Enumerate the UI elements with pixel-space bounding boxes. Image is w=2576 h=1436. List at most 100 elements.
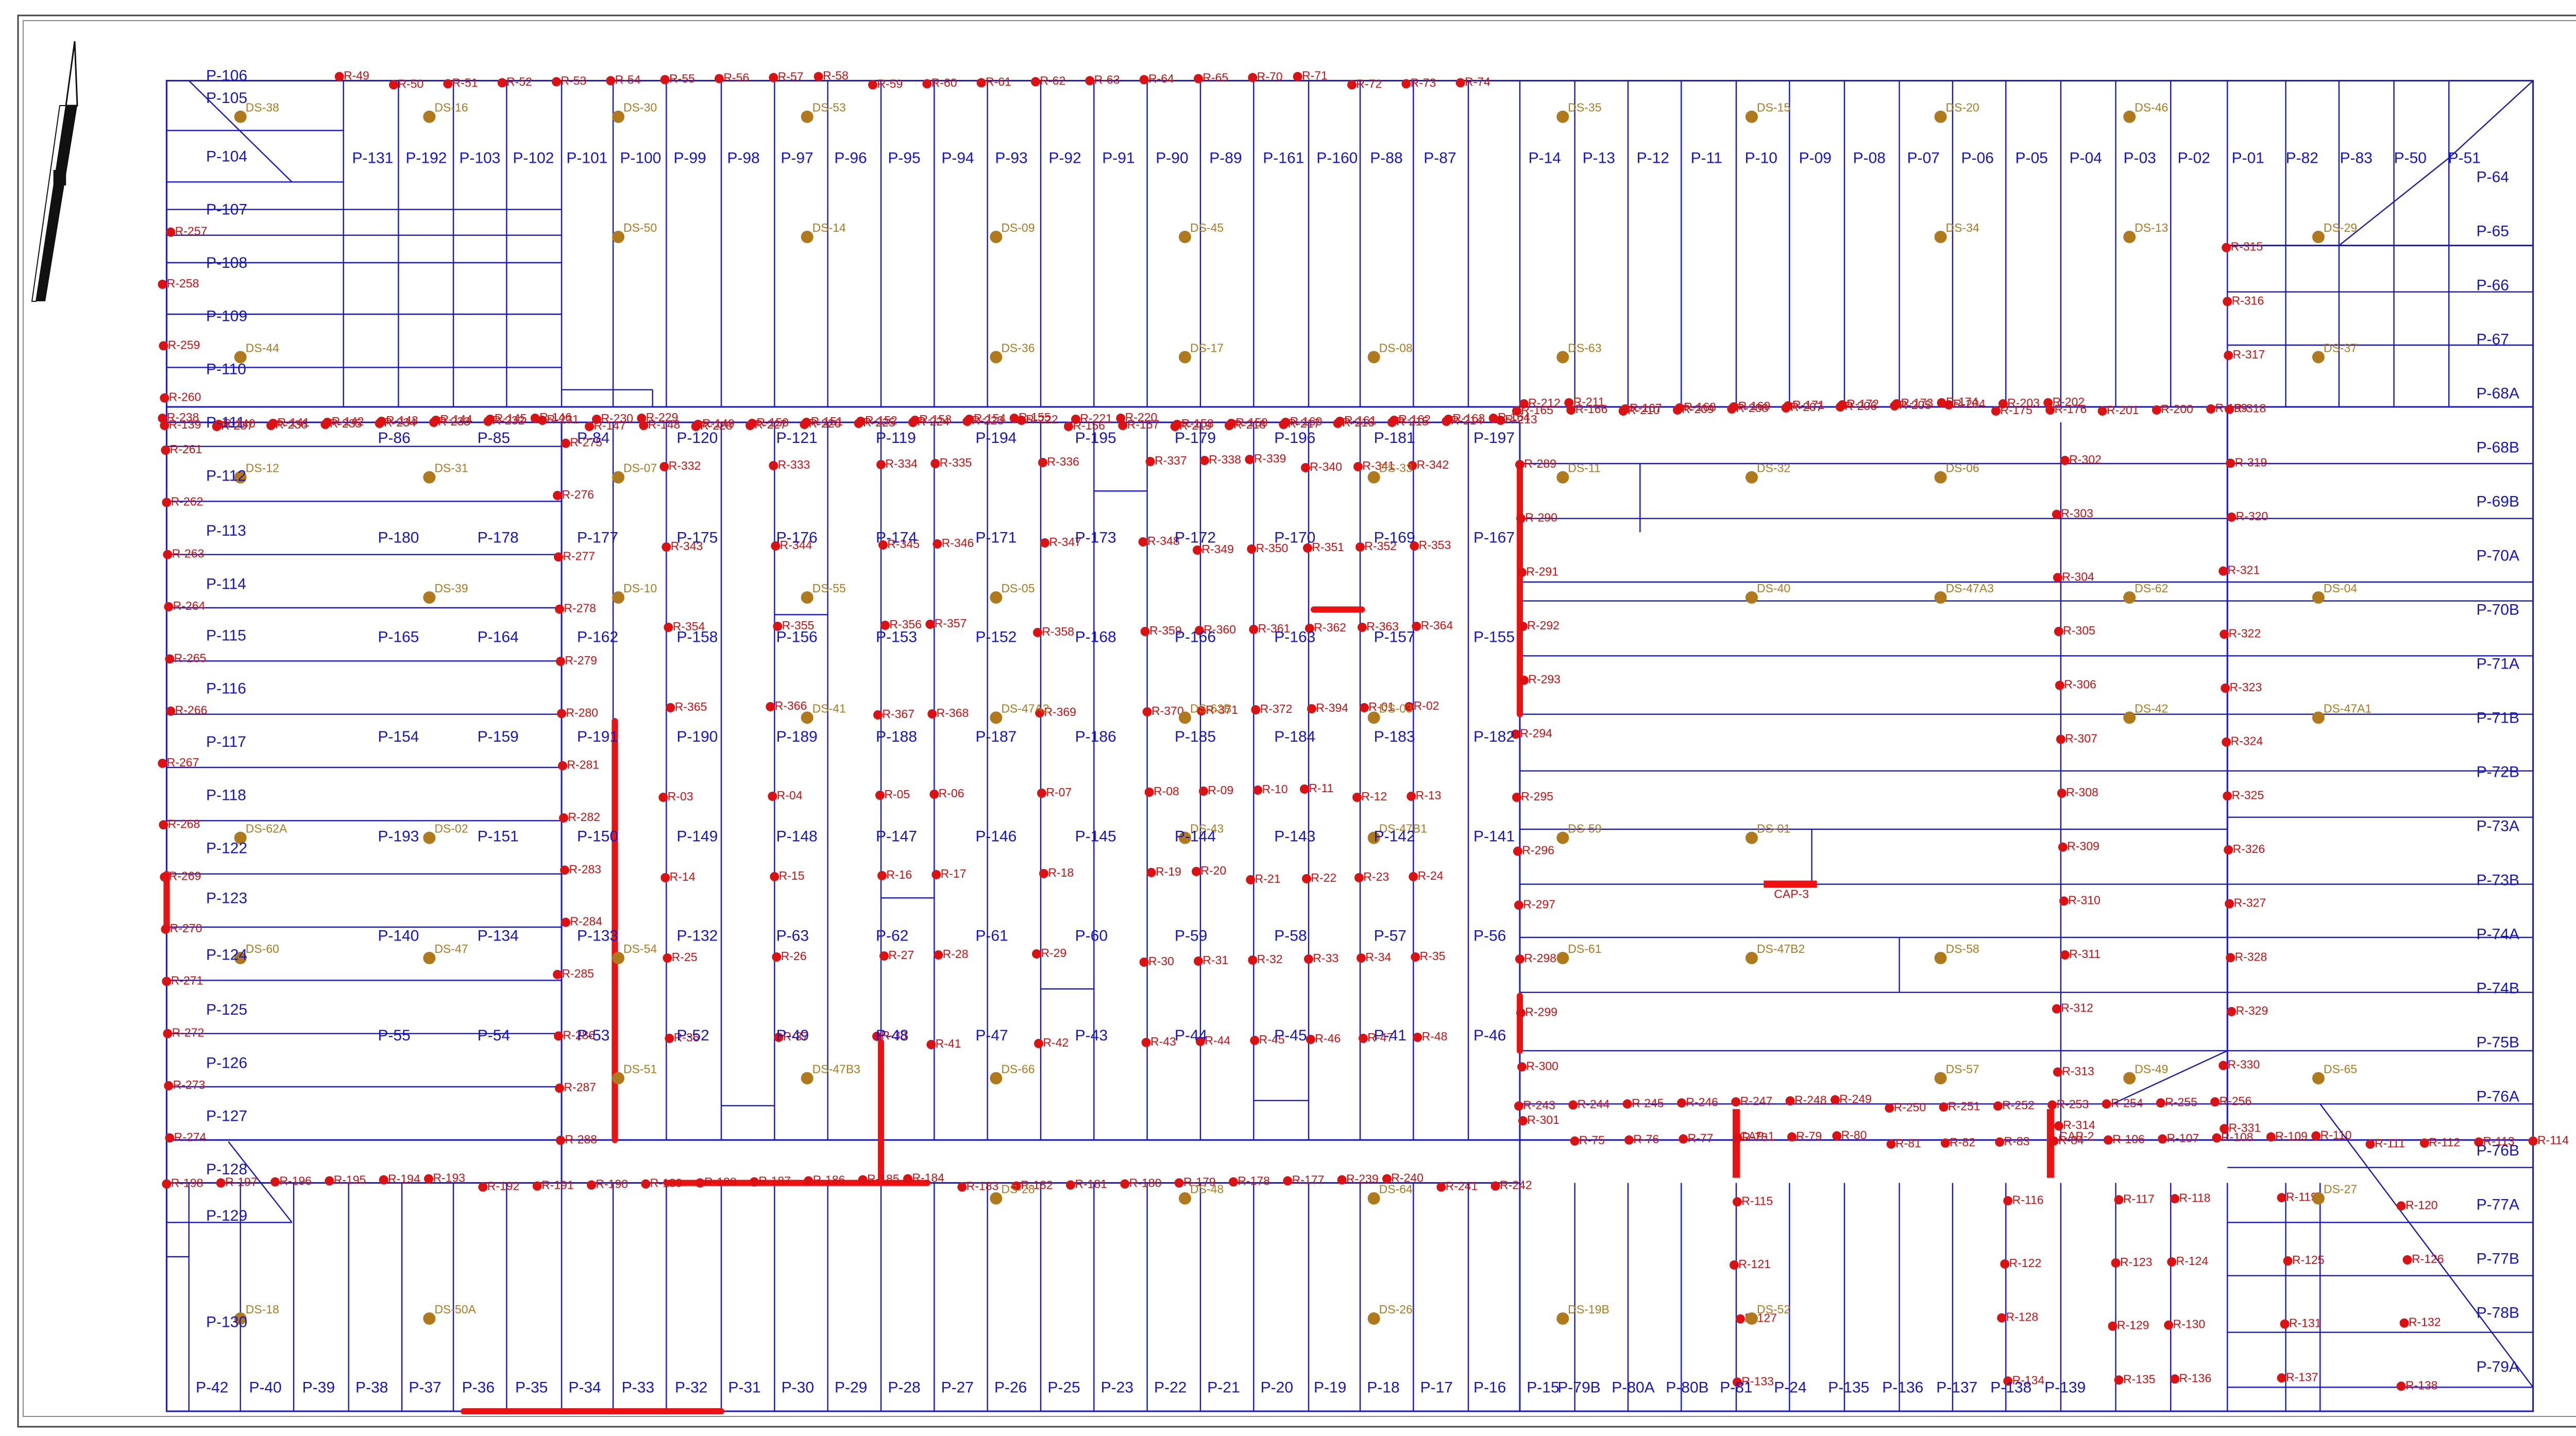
- node-label: R-367: [882, 707, 914, 721]
- plot-label: P-41: [1374, 1027, 1406, 1044]
- node-marker: [873, 710, 883, 720]
- plot-label: P-195: [1075, 430, 1116, 447]
- node-marker: [2043, 398, 2053, 407]
- node-label: R-296: [1522, 844, 1554, 857]
- node-label: R-179: [1183, 1175, 1216, 1189]
- node-label: R-236: [275, 418, 308, 431]
- node-label: R-167: [1630, 401, 1662, 415]
- node-label: R-252: [2002, 1098, 2035, 1112]
- plot-label: P-56: [1473, 928, 1506, 945]
- node-marker: [1998, 399, 2008, 408]
- node-marker: [749, 1177, 759, 1187]
- node-label: R-229: [646, 411, 679, 424]
- plot-label: P-117: [206, 733, 246, 750]
- node-marker: [532, 1181, 542, 1191]
- node-marker: [606, 76, 616, 86]
- node-label: R-80: [1841, 1128, 1867, 1141]
- node-label: R-168: [1684, 400, 1716, 414]
- node-marker: [1039, 868, 1048, 878]
- node-label: R-212: [1528, 396, 1561, 409]
- node-marker: [162, 1179, 172, 1189]
- node-marker: [774, 1032, 784, 1042]
- node-label: R-75: [1579, 1133, 1605, 1147]
- ds-marker: [1367, 471, 1380, 484]
- node-label: R-173: [1901, 396, 1934, 409]
- node-label: R-307: [2065, 731, 2097, 745]
- node-label: R-281: [567, 758, 599, 772]
- node-marker: [1139, 957, 1149, 967]
- ds-label: DS-39: [434, 582, 468, 595]
- plot-label: P-103: [459, 150, 500, 167]
- node-label: R-258: [167, 277, 199, 290]
- node-marker: [1352, 792, 1362, 802]
- node-label: R-106: [2112, 1132, 2145, 1146]
- plot-label: P-35: [515, 1379, 548, 1396]
- node-label: R-174: [1946, 395, 1978, 408]
- node-marker: [1939, 1102, 1948, 1112]
- ds-label: DS-12: [246, 461, 279, 475]
- plot-label: P-26: [994, 1379, 1027, 1396]
- node-label: R-318: [2234, 402, 2266, 415]
- node-label: R-137: [2286, 1370, 2318, 1383]
- node-marker: [158, 758, 167, 768]
- node-marker: [1281, 417, 1291, 427]
- node-marker: [2167, 1257, 2177, 1267]
- plot-label: P-77B: [2477, 1250, 2519, 1267]
- plot-label: P-152: [975, 629, 1016, 646]
- node-label: R-15: [779, 869, 805, 882]
- plot-label: P-72B: [2477, 763, 2519, 780]
- plot-label: P-88: [1370, 150, 1402, 167]
- node-label: R-59: [877, 77, 903, 91]
- node-label: R-198: [171, 1176, 204, 1190]
- node-label: R-61: [986, 75, 1011, 89]
- node-marker: [166, 706, 176, 716]
- node-label: R-353: [1419, 538, 1451, 552]
- plot-label: P-178: [478, 529, 519, 546]
- node-marker: [1512, 406, 1521, 416]
- ds-label: DS-38: [246, 101, 279, 114]
- plot-label: P-82: [2286, 150, 2318, 167]
- node-label: R-144: [440, 413, 472, 426]
- node-label: R-156: [1073, 419, 1105, 432]
- ds-label: DS-28: [1001, 1183, 1035, 1196]
- plot-label: P-191: [577, 728, 618, 745]
- node-marker: [1995, 1137, 2005, 1147]
- plot-label: P-173: [1075, 529, 1116, 546]
- ds-label: DS-44: [246, 341, 279, 354]
- node-marker: [1118, 420, 1128, 430]
- node-label: R-261: [170, 442, 202, 456]
- node-marker: [216, 1178, 226, 1188]
- plot-label: P-169: [1374, 529, 1415, 546]
- ds-marker: [423, 831, 436, 844]
- ds-marker: [1367, 351, 1380, 364]
- ds-marker: [990, 351, 1003, 364]
- node-marker: [1250, 1035, 1260, 1045]
- ds-marker: [612, 230, 624, 243]
- ds-marker: [2123, 110, 2136, 123]
- node-label: R-291: [1526, 565, 1558, 578]
- node-marker: [2218, 566, 2228, 576]
- node-marker: [1729, 1260, 1739, 1270]
- node-label: R-45: [1259, 1033, 1285, 1046]
- plot-label: P-44: [1175, 1027, 1207, 1044]
- node-marker: [1517, 1062, 1527, 1072]
- node-label: R-185: [867, 1172, 900, 1186]
- node-label: R-25: [672, 950, 698, 964]
- node-label: R-71: [1302, 69, 1328, 82]
- plot-label: P-63: [776, 928, 809, 945]
- plot-label: P-10: [1745, 150, 1777, 167]
- plot-label: P-115: [206, 627, 246, 644]
- ds-label: DS-50A: [434, 1303, 476, 1316]
- node-label: R-31: [1202, 953, 1228, 967]
- node-marker: [2060, 455, 2070, 465]
- plot-label: P-75B: [2477, 1034, 2519, 1051]
- node-label: R-315: [2231, 240, 2263, 253]
- plot-label: P-48: [876, 1027, 908, 1044]
- node-marker: [2227, 1006, 2236, 1016]
- ds-label: DS-45: [1190, 221, 1224, 234]
- node-label: R-337: [1155, 454, 1187, 467]
- node-marker: [1993, 1101, 2003, 1111]
- node-marker: [2419, 1138, 2429, 1148]
- plot-label: P-89: [1209, 150, 1242, 167]
- node-marker: [1359, 703, 1369, 712]
